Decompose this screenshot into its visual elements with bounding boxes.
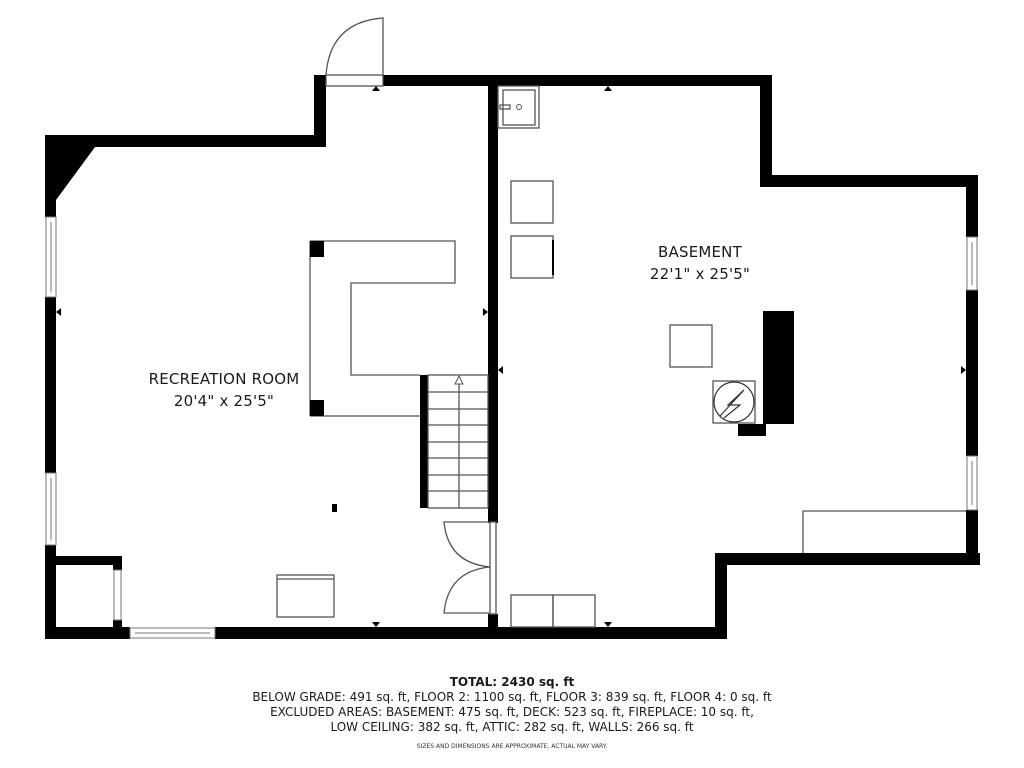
furnace (669, 324, 713, 368)
area-breakdown-line-2: EXCLUDED AREAS: BASEMENT: 475 sq. ft, DE… (270, 705, 754, 719)
disclaimer: SIZES AND DIMENSIONS ARE APPROXIMATE, AC… (416, 743, 608, 750)
utility-sink-icon (497, 85, 540, 129)
room-dimensions: 22'1" x 25'5" (649, 265, 751, 283)
total-area: TOTAL: 2430 sq. ft (449, 675, 575, 689)
stairs (427, 374, 489, 509)
rec-room-fixtures (276, 574, 335, 618)
bar-counter (309, 240, 456, 417)
exterior-walls (45, 75, 980, 639)
water-heater-icon (712, 380, 756, 424)
washer (510, 180, 554, 224)
area-breakdown-line-3: LOW CEILING: 382 sq. ft, ATTIC: 282 sq. … (330, 720, 694, 734)
area-breakdown-line-1: BELOW GRADE: 491 sq. ft, FLOOR 2: 1100 s… (252, 690, 772, 704)
room-dimensions: 20'4" x 25'5" (173, 392, 275, 410)
interior-walls (56, 75, 498, 634)
room-name: BASEMENT (658, 243, 742, 261)
room-label-recreation-room: RECREATION ROOM 20'4" x 25'5" (109, 368, 339, 412)
wall-markers (56, 86, 966, 627)
floor-plan (45, 17, 980, 639)
dryer (510, 235, 554, 279)
basement-fixtures (497, 85, 966, 628)
room-name: RECREATION ROOM (148, 370, 300, 388)
doors (325, 17, 497, 615)
room-label-basement: BASEMENT 22'1" x 25'5" (600, 241, 800, 285)
area-summary: TOTAL: 2430 sq. ft BELOW GRADE: 491 sq. … (0, 674, 1024, 751)
chimney (763, 311, 794, 424)
windows (45, 216, 978, 639)
stairs-up-arrow-icon (454, 374, 464, 385)
